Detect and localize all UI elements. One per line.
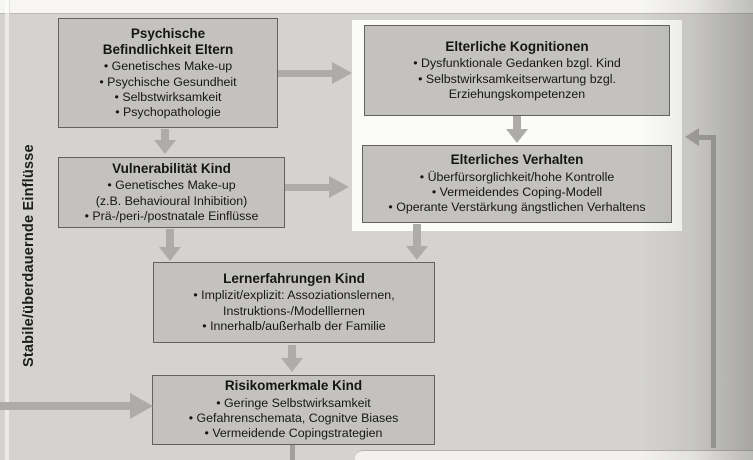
bullet-item: Vermeidendes Coping-Modell xyxy=(432,185,603,200)
arrow-head-down-icon xyxy=(154,140,176,154)
box-title: Lernerfahrungen Kind xyxy=(223,270,365,286)
arrow-shaft xyxy=(278,70,332,77)
bullet-item: Dysfunktionale Gedanken bzgl. Kind xyxy=(413,56,621,71)
feedback-line-vertical xyxy=(711,137,716,448)
line-risikomerkmale-down xyxy=(290,445,295,460)
arrow-shaft xyxy=(413,224,421,246)
arrow-head-right-icon xyxy=(130,393,153,419)
box-psychische-befindlichkeit-eltern: Psychische Befindlichkeit Eltern Genetis… xyxy=(58,18,278,128)
bullet-item: Innerhalb/außerhalb der Familie xyxy=(202,319,386,334)
box-title: Psychische Befindlichkeit Eltern xyxy=(102,25,234,57)
box-title: Elterliche Kognitionen xyxy=(445,38,589,54)
arrow-shaft xyxy=(513,116,521,129)
feedback-line-horizontal xyxy=(698,135,716,140)
arrow-head-down-icon xyxy=(506,129,528,143)
arrow-head-left-icon xyxy=(685,128,699,146)
box-title: Elterliches Verhalten xyxy=(450,152,584,168)
arrow-shaft xyxy=(288,345,296,358)
side-axis-label: Stabile/überdauernde Einflüsse xyxy=(21,144,37,368)
arrow-head-down-icon xyxy=(281,358,303,372)
arrow-head-right-icon xyxy=(332,62,352,84)
bullet-item: Implizit/explizit: Assoziationslernen, I… xyxy=(193,288,395,319)
bullet-item: Vermeidende Copingstrategien xyxy=(205,426,382,441)
arrow-head-down-icon xyxy=(159,247,181,261)
bullet-item: Geringe Selbstwirksamkeit xyxy=(216,396,371,411)
page-left-edge xyxy=(5,0,10,460)
box-title: Vulnerabilität Kind xyxy=(112,160,231,176)
bullet-item: Selbstwirksamkeitserwartung bzgl. Erzieh… xyxy=(418,72,616,103)
arrow-shaft xyxy=(0,402,130,410)
box-lernerfahrungen-kind: Lernerfahrungen Kind Implizit/explizit: … xyxy=(153,262,435,343)
bullet-item: Psychopathologie xyxy=(115,105,221,120)
box-elterliche-kognitionen: Elterliche Kognitionen Dysfunktionale Ge… xyxy=(364,25,670,116)
bullet-item: Psychische Gesundheit xyxy=(99,75,237,90)
box-risikomerkmale-kind: Risikomerkmale Kind Geringe Selbstwirksa… xyxy=(152,375,435,445)
box-title: Risikomerkmale Kind xyxy=(224,378,363,394)
bullet-item: Genetisches Make-up (z.B. Behavioural In… xyxy=(96,178,248,209)
bullet-item: Genetisches Make-up xyxy=(104,59,233,74)
arrow-head-right-icon xyxy=(329,176,349,198)
arrow-shaft xyxy=(285,184,329,191)
arrow-shaft xyxy=(166,229,174,247)
page-top-edge xyxy=(0,0,753,14)
arrow-head-down-icon xyxy=(406,246,428,260)
arrow-shaft xyxy=(161,129,169,140)
bullet-item: Überfürsorglichkeit/hohe Kontrolle xyxy=(420,170,615,185)
page-bottom-edge xyxy=(355,450,753,460)
box-elterliches-verhalten: Elterliches Verhalten Überfürsorglichkei… xyxy=(362,145,672,223)
bullet-item: Gefahrenschemata, Cognitve Biases xyxy=(189,411,398,426)
bullet-item: Selbstwirksamkeit xyxy=(115,90,221,105)
bullet-item: Operante Verstärkung ängstlichen Verhalt… xyxy=(388,200,645,215)
box-vulnerabilitaet-kind: Vulnerabilität Kind Genetisches Make-up … xyxy=(58,157,285,228)
bullet-item: Prä-/peri-/postnatale Einflüsse xyxy=(85,209,258,224)
